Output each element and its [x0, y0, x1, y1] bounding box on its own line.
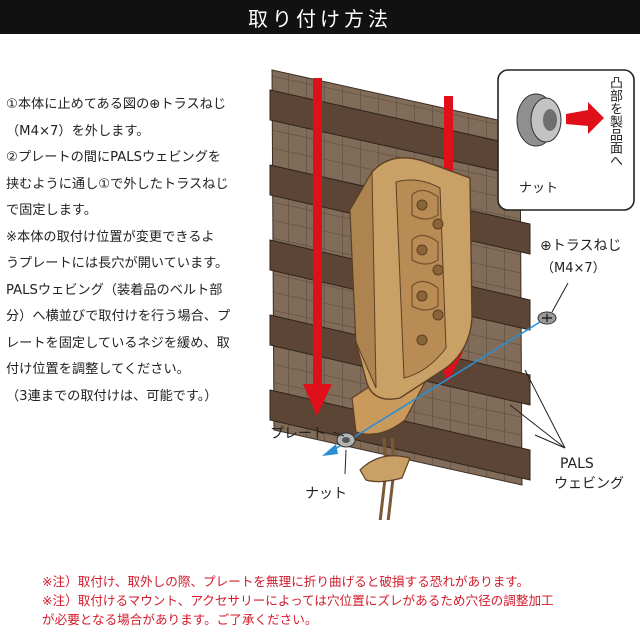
instruction-line: ②プレートの間にPALSウェビングを: [6, 150, 222, 165]
instruction-line: ①本体に止めてある図の⊕トラスねじ: [6, 97, 227, 112]
webbing-label: ウェビング: [554, 476, 624, 492]
magazine-holster: [349, 157, 473, 400]
screw-size-label: （M4×7）: [541, 261, 606, 276]
instruction-line: （M4×7）を外します。: [6, 123, 150, 139]
instruction-line: 付け位置を調整してください。: [6, 362, 190, 377]
instruction-text: ①本体に止めてある図の⊕トラスねじ （M4×7）を外します。 ②プレートの間にP…: [6, 92, 264, 410]
alignment-guide: [329, 321, 541, 453]
nut-orientation-inset: ナット: [497, 69, 635, 211]
alignment-arrow: [322, 444, 338, 456]
page-header: 取り付け方法: [0, 0, 640, 34]
arrow-right-icon: [566, 102, 604, 134]
caution-note: が必要となる場合があります。ご了承ください。: [42, 612, 318, 627]
pals-label: PALS: [560, 456, 594, 472]
caution-notes: ※注）取付け、取外しの際、プレートを無理に折り曲げると破損する恐れがあります。 …: [42, 572, 632, 629]
instruction-line: で固定します。: [6, 203, 97, 218]
instruction-line: （3連までの取付けは、可能です。）: [6, 388, 218, 404]
insert-arrow-left: [303, 78, 332, 416]
leader-lines: [332, 282, 569, 475]
caution-note: ※注）取付け、取外しの際、プレートを無理に折り曲げると破損する恐れがあります。: [42, 574, 530, 589]
instruction-line: レートを固定しているネジを緩め、取: [6, 335, 230, 351]
instruction-line: 挟むように通し①で外したトラスねじ: [6, 176, 229, 192]
instruction-line: PALSウェビング（装着品のベルト部: [6, 282, 223, 298]
hex-nut-icon: [516, 93, 562, 147]
inset-direction-label: 凸部を製品面へ: [607, 76, 622, 167]
nut-label: ナット: [305, 486, 347, 502]
screw-label: ⊕トラスねじ: [540, 238, 621, 254]
truss-screw-icon: [537, 311, 557, 325]
inset-nut-label: ナット: [519, 181, 558, 196]
instruction-line: 分）へ横並びで取付けを行う場合、プ: [6, 309, 231, 324]
tie-down-cord: [359, 437, 411, 520]
caution-note: ※注）取付けるマウント、アクセサリーによっては穴位置にズレがあるため穴径の調整加…: [42, 593, 554, 608]
instruction-line: ※本体の取付け位置が変更できるよ: [6, 229, 215, 245]
page-title: 取り付け方法: [248, 6, 392, 31]
instruction-line: うプレートには長穴が開いています。: [6, 256, 229, 271]
mounting-diagram: ⊕トラスねじ （M4×7） プレート ナット PALS ウェビング ナット: [269, 69, 635, 520]
hex-nut-icon: [336, 432, 356, 448]
plate-label: プレート: [270, 426, 326, 442]
